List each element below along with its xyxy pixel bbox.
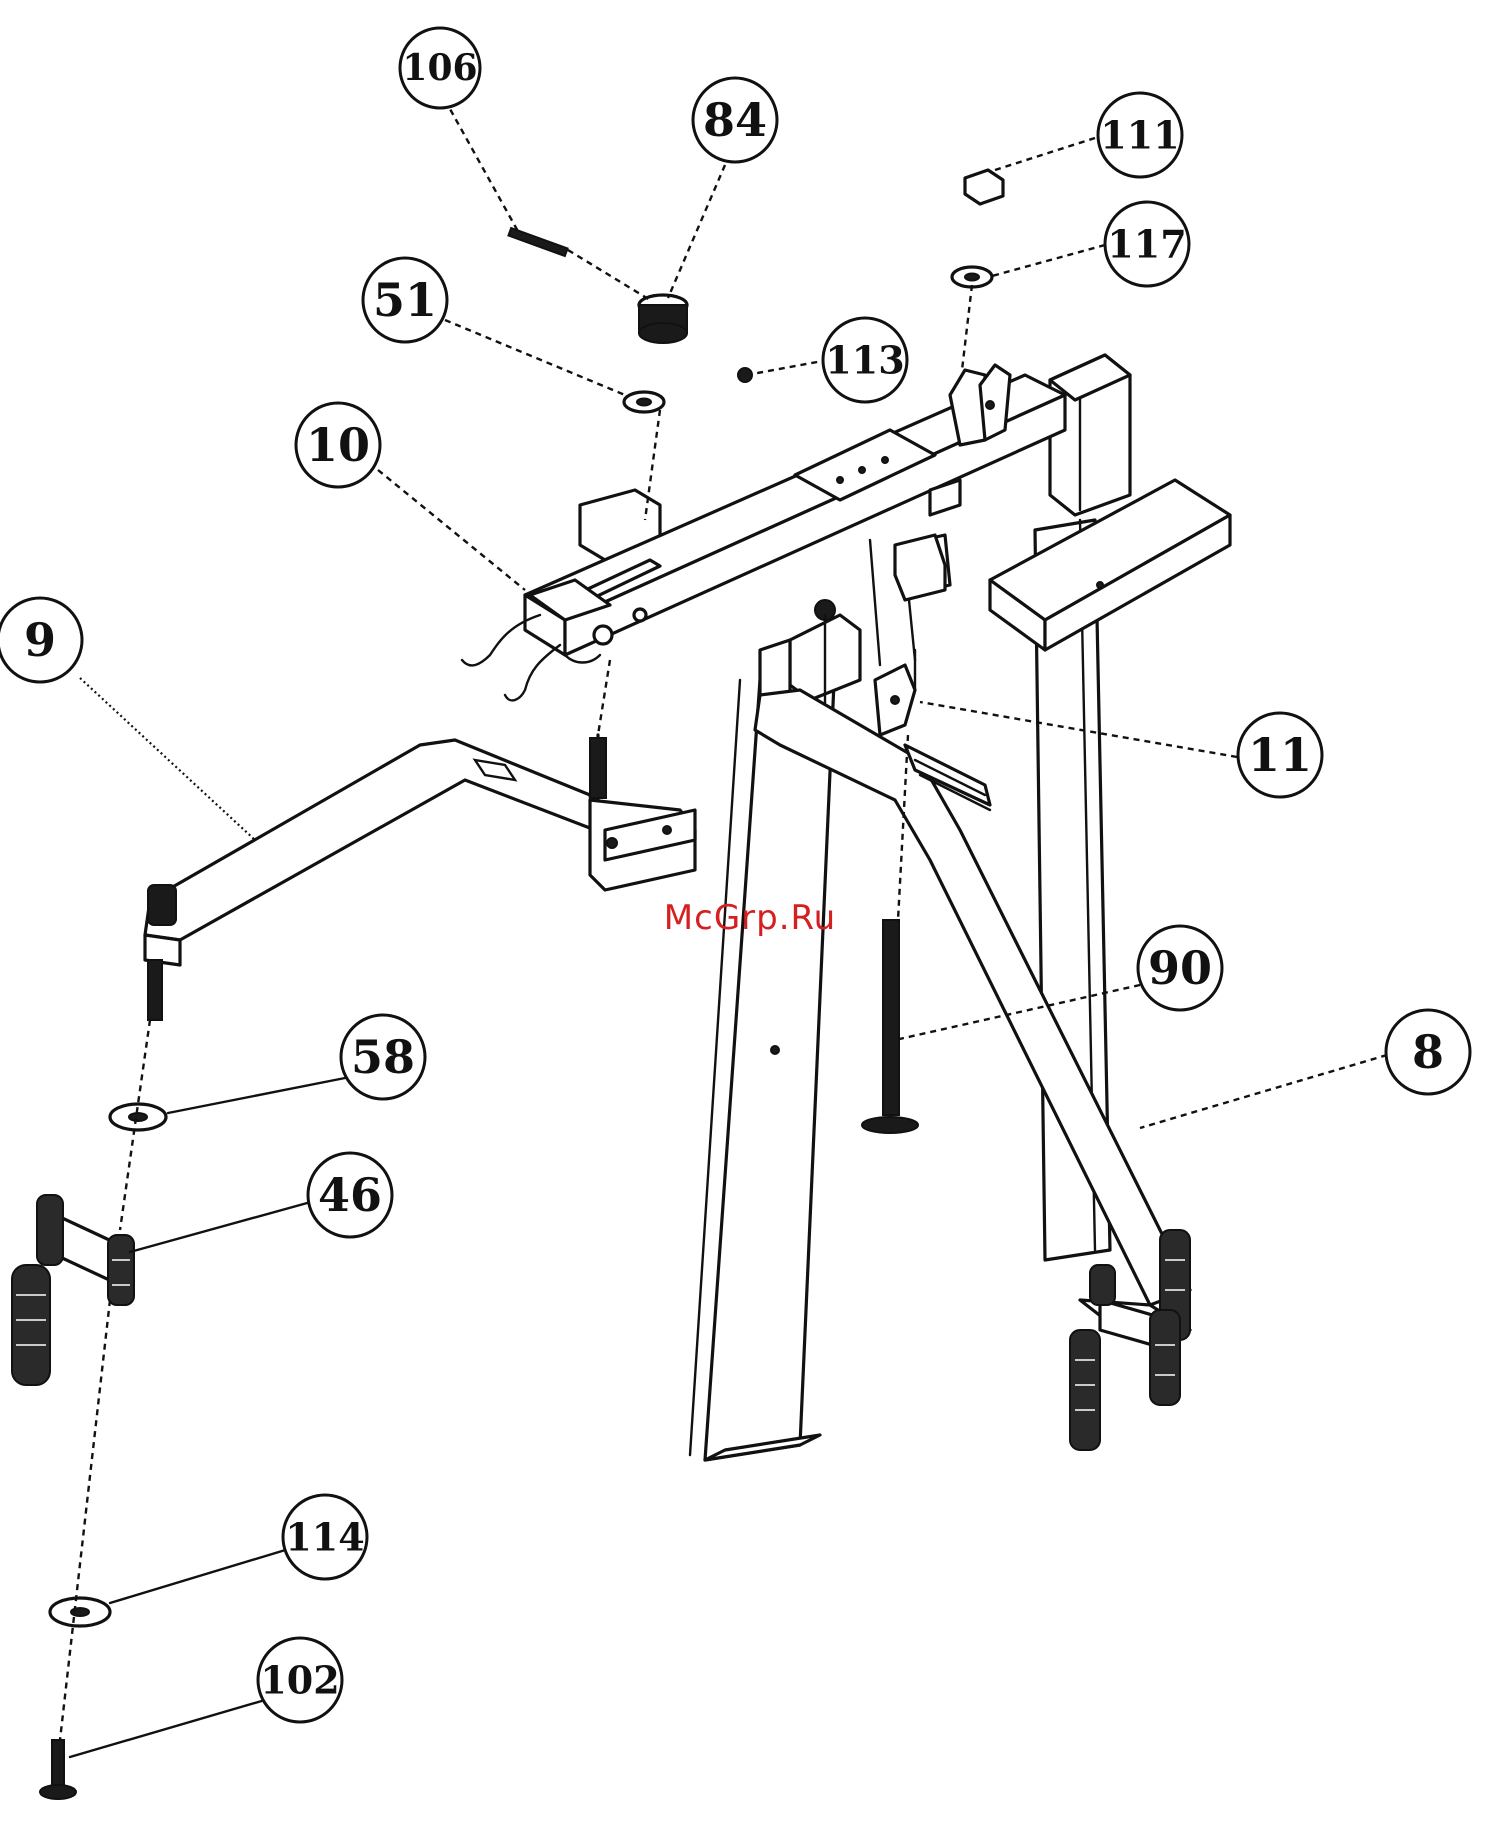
callout-117: 117 xyxy=(1105,202,1189,286)
left-arm-9 xyxy=(145,735,695,1020)
svg-text:11: 11 xyxy=(1248,728,1312,782)
callout-111: 111 xyxy=(1098,93,1182,177)
callout-9: 9 xyxy=(0,598,82,682)
svg-text:102: 102 xyxy=(260,1658,339,1703)
svg-text:10: 10 xyxy=(306,418,370,472)
svg-text:111: 111 xyxy=(1100,113,1179,158)
callout-46: 46 xyxy=(308,1153,392,1237)
callout-114: 114 xyxy=(283,1495,367,1579)
callout-8: 8 xyxy=(1386,1010,1470,1094)
callout-11: 11 xyxy=(1238,713,1322,797)
svg-text:84: 84 xyxy=(703,93,767,147)
svg-text:46: 46 xyxy=(318,1168,382,1222)
svg-text:106: 106 xyxy=(402,47,477,89)
svg-text:8: 8 xyxy=(1412,1025,1444,1079)
callout-10: 10 xyxy=(296,403,380,487)
callout-113: 113 xyxy=(823,318,907,402)
svg-text:58: 58 xyxy=(351,1030,415,1084)
hardware xyxy=(40,170,1003,1799)
left-handle-assembly-46 xyxy=(12,1195,134,1385)
watermark-text: McGrp.Ru xyxy=(664,898,836,938)
svg-text:114: 114 xyxy=(285,1515,364,1560)
callout-90: 90 xyxy=(1138,926,1222,1010)
callout-51: 51 xyxy=(363,258,447,342)
top-beam xyxy=(462,365,1065,735)
svg-text:117: 117 xyxy=(1107,222,1186,267)
svg-text:90: 90 xyxy=(1148,941,1212,995)
svg-text:9: 9 xyxy=(24,613,56,667)
callout-106: 106 xyxy=(400,28,480,108)
svg-text:113: 113 xyxy=(825,338,904,383)
callout-58: 58 xyxy=(341,1015,425,1099)
callout-102: 102 xyxy=(258,1638,342,1722)
bolt-90 xyxy=(862,920,918,1133)
callout-84: 84 xyxy=(693,78,777,162)
svg-text:51: 51 xyxy=(373,273,437,327)
